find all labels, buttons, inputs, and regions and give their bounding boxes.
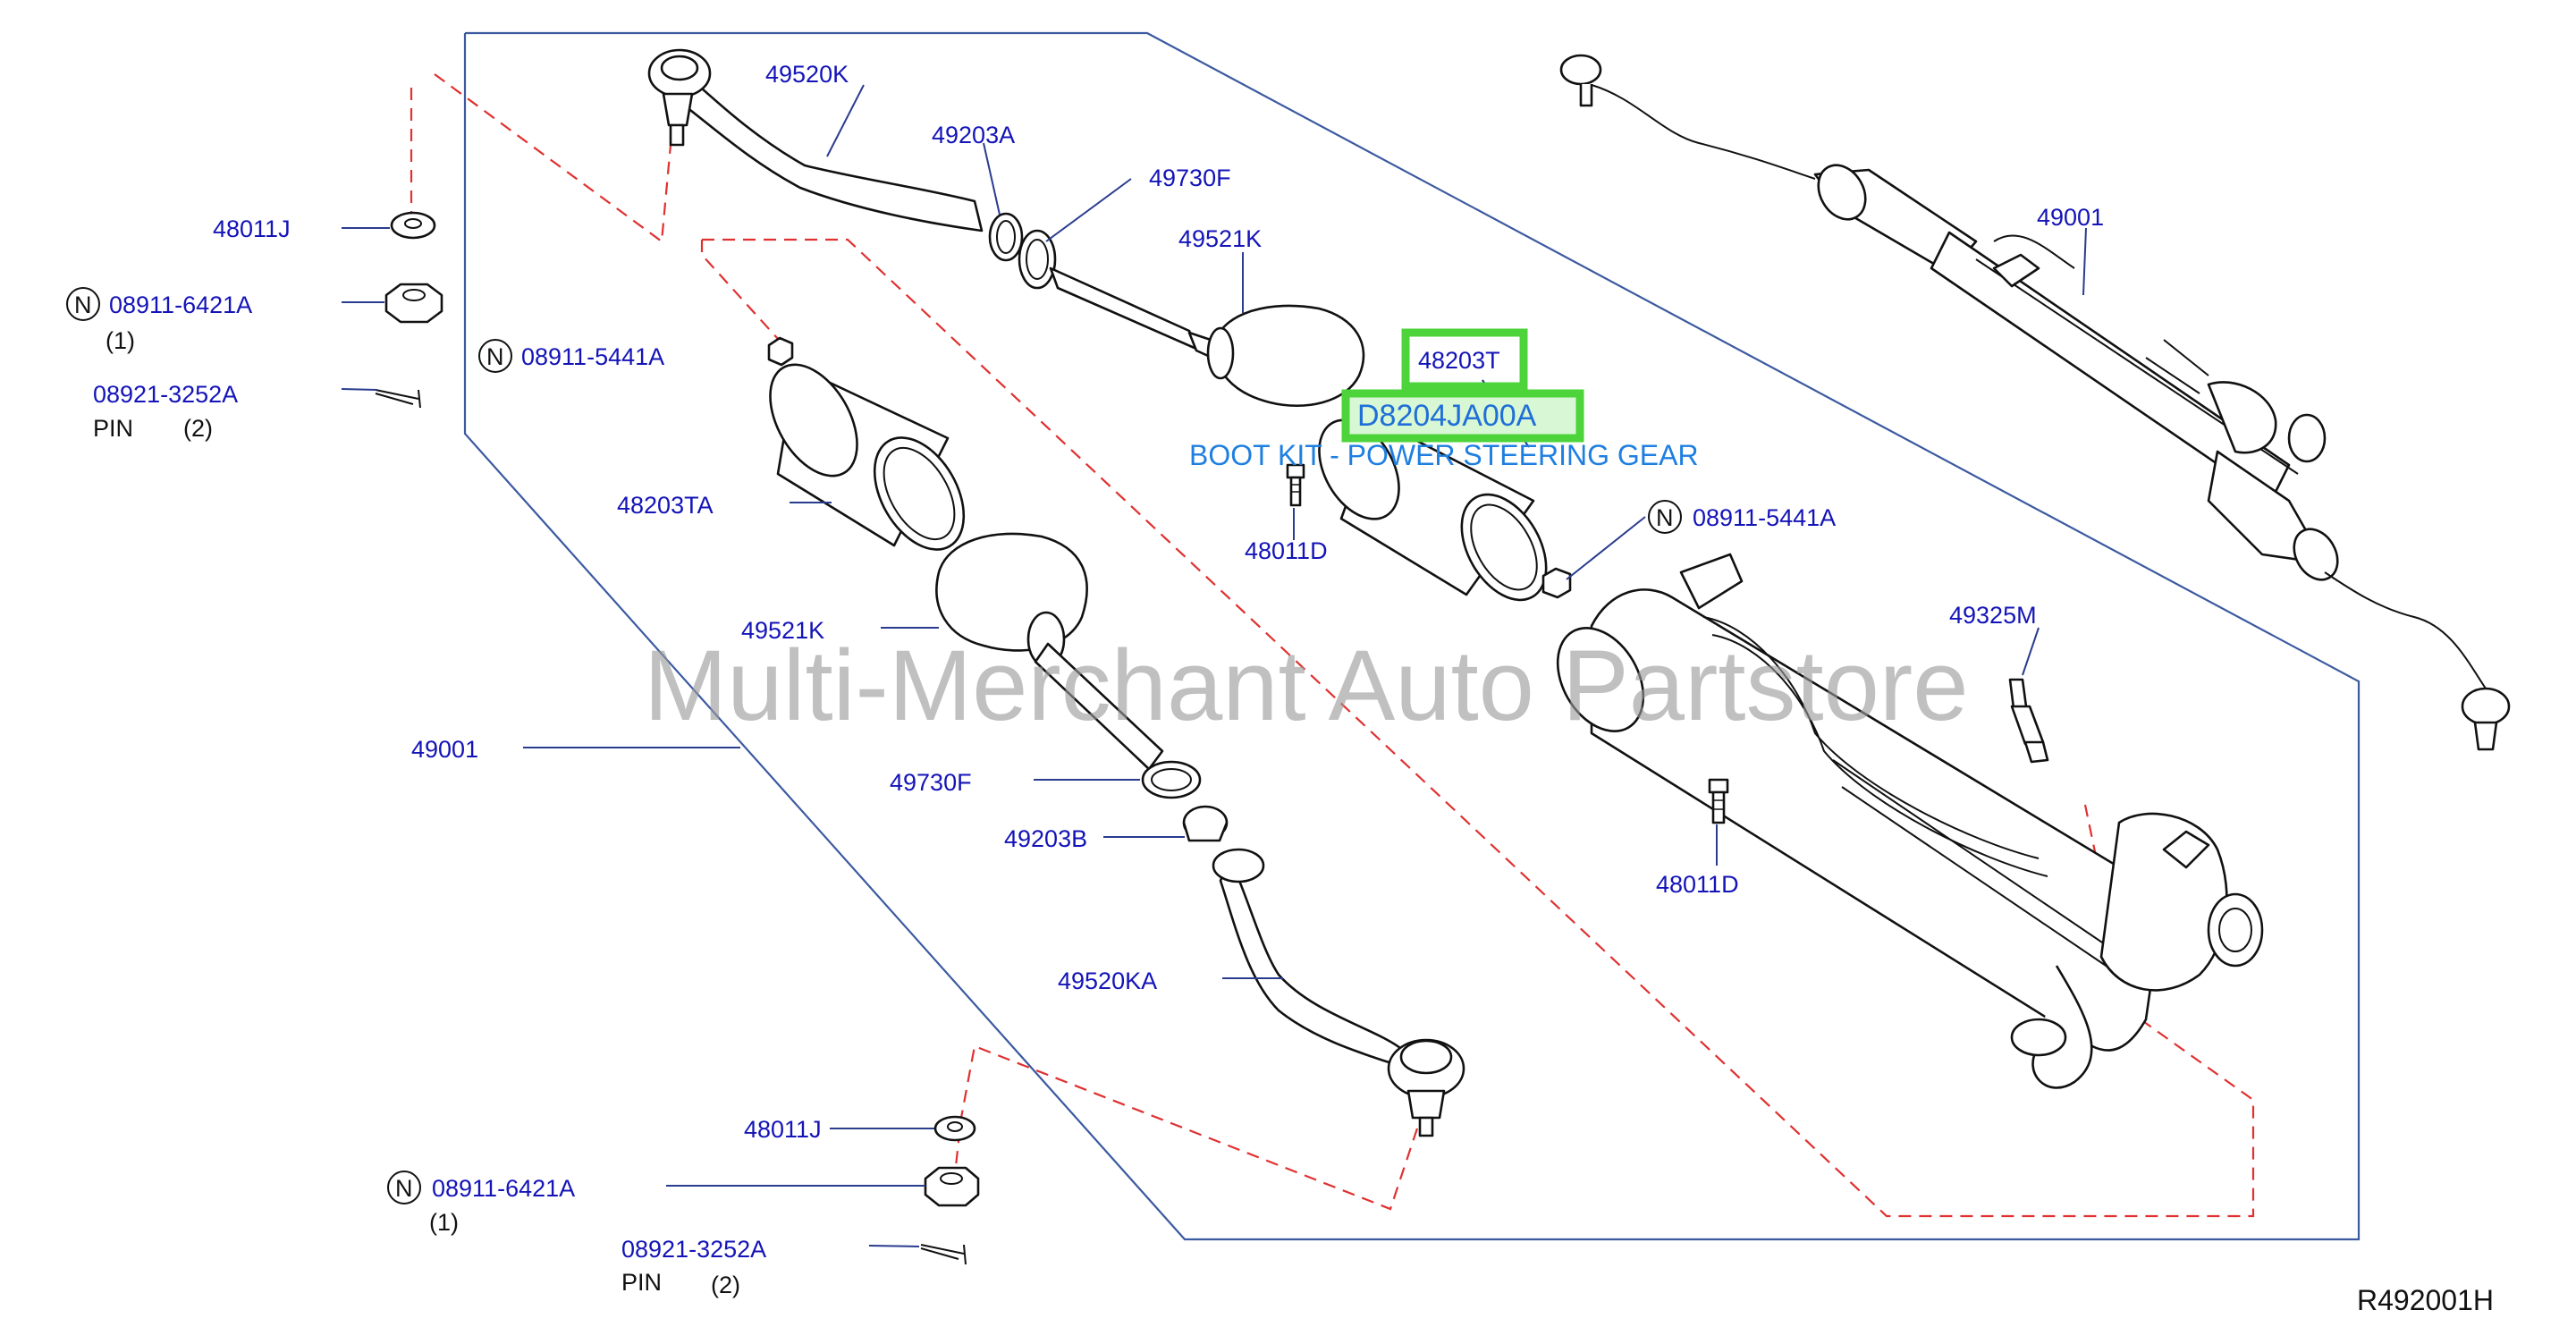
pin-name-lower: PIN <box>621 1269 662 1296</box>
label-08911-6421A-upper[interactable]: 08911-6421A <box>109 292 252 318</box>
label-08911-5441A-left[interactable]: 08911-5441A <box>521 343 664 370</box>
n-badge-small-left <box>478 339 512 373</box>
boot-kit-tube-center <box>1318 418 1548 602</box>
tie-rod-end-lower <box>1212 848 1465 1137</box>
washer-lower <box>933 1115 976 1142</box>
qty-nut-upper: (1) <box>106 327 135 354</box>
label-49520KA[interactable]: 49520KA <box>1058 968 1157 994</box>
inner-rod-upper <box>1049 266 1218 361</box>
diagram-reference: R492001H <box>2357 1284 2494 1316</box>
ring-lower <box>1141 760 1202 799</box>
boot-upper <box>1206 304 1365 408</box>
label-49521K-lower[interactable]: 49521K <box>741 617 824 644</box>
label-49001-left[interactable]: 49001 <box>411 736 478 763</box>
n-mark-small-right: N <box>1656 504 1674 531</box>
n-badge-small-right <box>1648 500 1682 534</box>
n-mark-small-left: N <box>486 343 504 370</box>
label-49325M[interactable]: 49325M <box>1949 602 2037 629</box>
dashed-guide-upper <box>434 73 672 244</box>
highlight-fill-code <box>1346 393 1580 438</box>
tie-rod-end-upper <box>647 48 984 232</box>
cotter-pin-lower <box>920 1244 967 1265</box>
sensor-49325M <box>2008 678 2049 764</box>
bolt-right <box>1708 778 1729 824</box>
label-48203T[interactable]: 48203T <box>1418 347 1500 374</box>
label-49520K[interactable]: 49520K <box>765 61 849 88</box>
label-48011J-lower[interactable]: 48011J <box>744 1116 822 1143</box>
steering-rack-assembled <box>1559 54 2511 751</box>
nut-upper <box>384 283 443 324</box>
small-nut-right <box>1541 567 1572 599</box>
highlight-box-48203T <box>1401 328 1528 391</box>
boot-kit-tube-left <box>769 363 966 551</box>
highlight-box-code <box>1341 389 1584 443</box>
ring-upper <box>1018 229 1057 290</box>
boot-clamp-lower <box>1182 805 1229 842</box>
qty-nut-lower: (1) <box>429 1209 459 1236</box>
n-badge-upper <box>66 287 100 321</box>
label-08911-5441A-right[interactable]: 08911-5441A <box>1693 504 1836 531</box>
label-49203A[interactable]: 49203A <box>932 122 1015 148</box>
pin-qty-upper: (2) <box>183 415 213 442</box>
dashed-guide-lower-left <box>700 240 788 350</box>
label-48011D-mid[interactable]: 48011D <box>1245 537 1328 564</box>
bolt-mid <box>1286 463 1305 507</box>
assembly-frame <box>463 31 2361 1241</box>
pin-qty-lower: (2) <box>711 1272 740 1298</box>
pin-name-upper: PIN <box>93 415 133 442</box>
label-48011D-right[interactable]: 48011D <box>1656 871 1739 898</box>
n-mark-lower: N <box>395 1175 413 1202</box>
boot-clamp-upper <box>988 212 1024 262</box>
label-49001-right[interactable]: 49001 <box>2037 204 2104 231</box>
label-49730F-upper[interactable]: 49730F <box>1149 165 1231 191</box>
label-08921-3252A-lower[interactable]: 08921-3252A <box>621 1236 766 1263</box>
label-boot-kit-desc[interactable]: BOOT KIT - POWER STEERING GEAR <box>1189 439 1699 471</box>
cotter-pin-upper <box>375 389 421 409</box>
label-49203B[interactable]: 49203B <box>1004 825 1087 852</box>
nut-lower <box>924 1166 980 1207</box>
label-48011J-upper[interactable]: 48011J <box>213 216 291 242</box>
dashed-guide-lower <box>950 1044 1419 1211</box>
label-49521K-upper[interactable]: 49521K <box>1178 225 1262 252</box>
label-08911-6421A-lower[interactable]: 08911-6421A <box>432 1175 575 1202</box>
washer-upper <box>390 211 436 240</box>
steering-rack-main <box>1556 553 2264 1089</box>
label-boot-kit-code[interactable]: D8204JA00A <box>1357 399 1537 433</box>
label-48203TA[interactable]: 48203TA <box>617 492 714 519</box>
label-49730F-lower[interactable]: 49730F <box>890 769 972 796</box>
n-mark-upper: N <box>74 292 92 318</box>
label-08921-3252A-upper[interactable]: 08921-3252A <box>93 381 238 408</box>
small-nut-left <box>767 336 794 367</box>
watermark: Multi-Merchant Auto Partstore <box>644 630 1968 741</box>
n-badge-lower <box>387 1171 421 1204</box>
